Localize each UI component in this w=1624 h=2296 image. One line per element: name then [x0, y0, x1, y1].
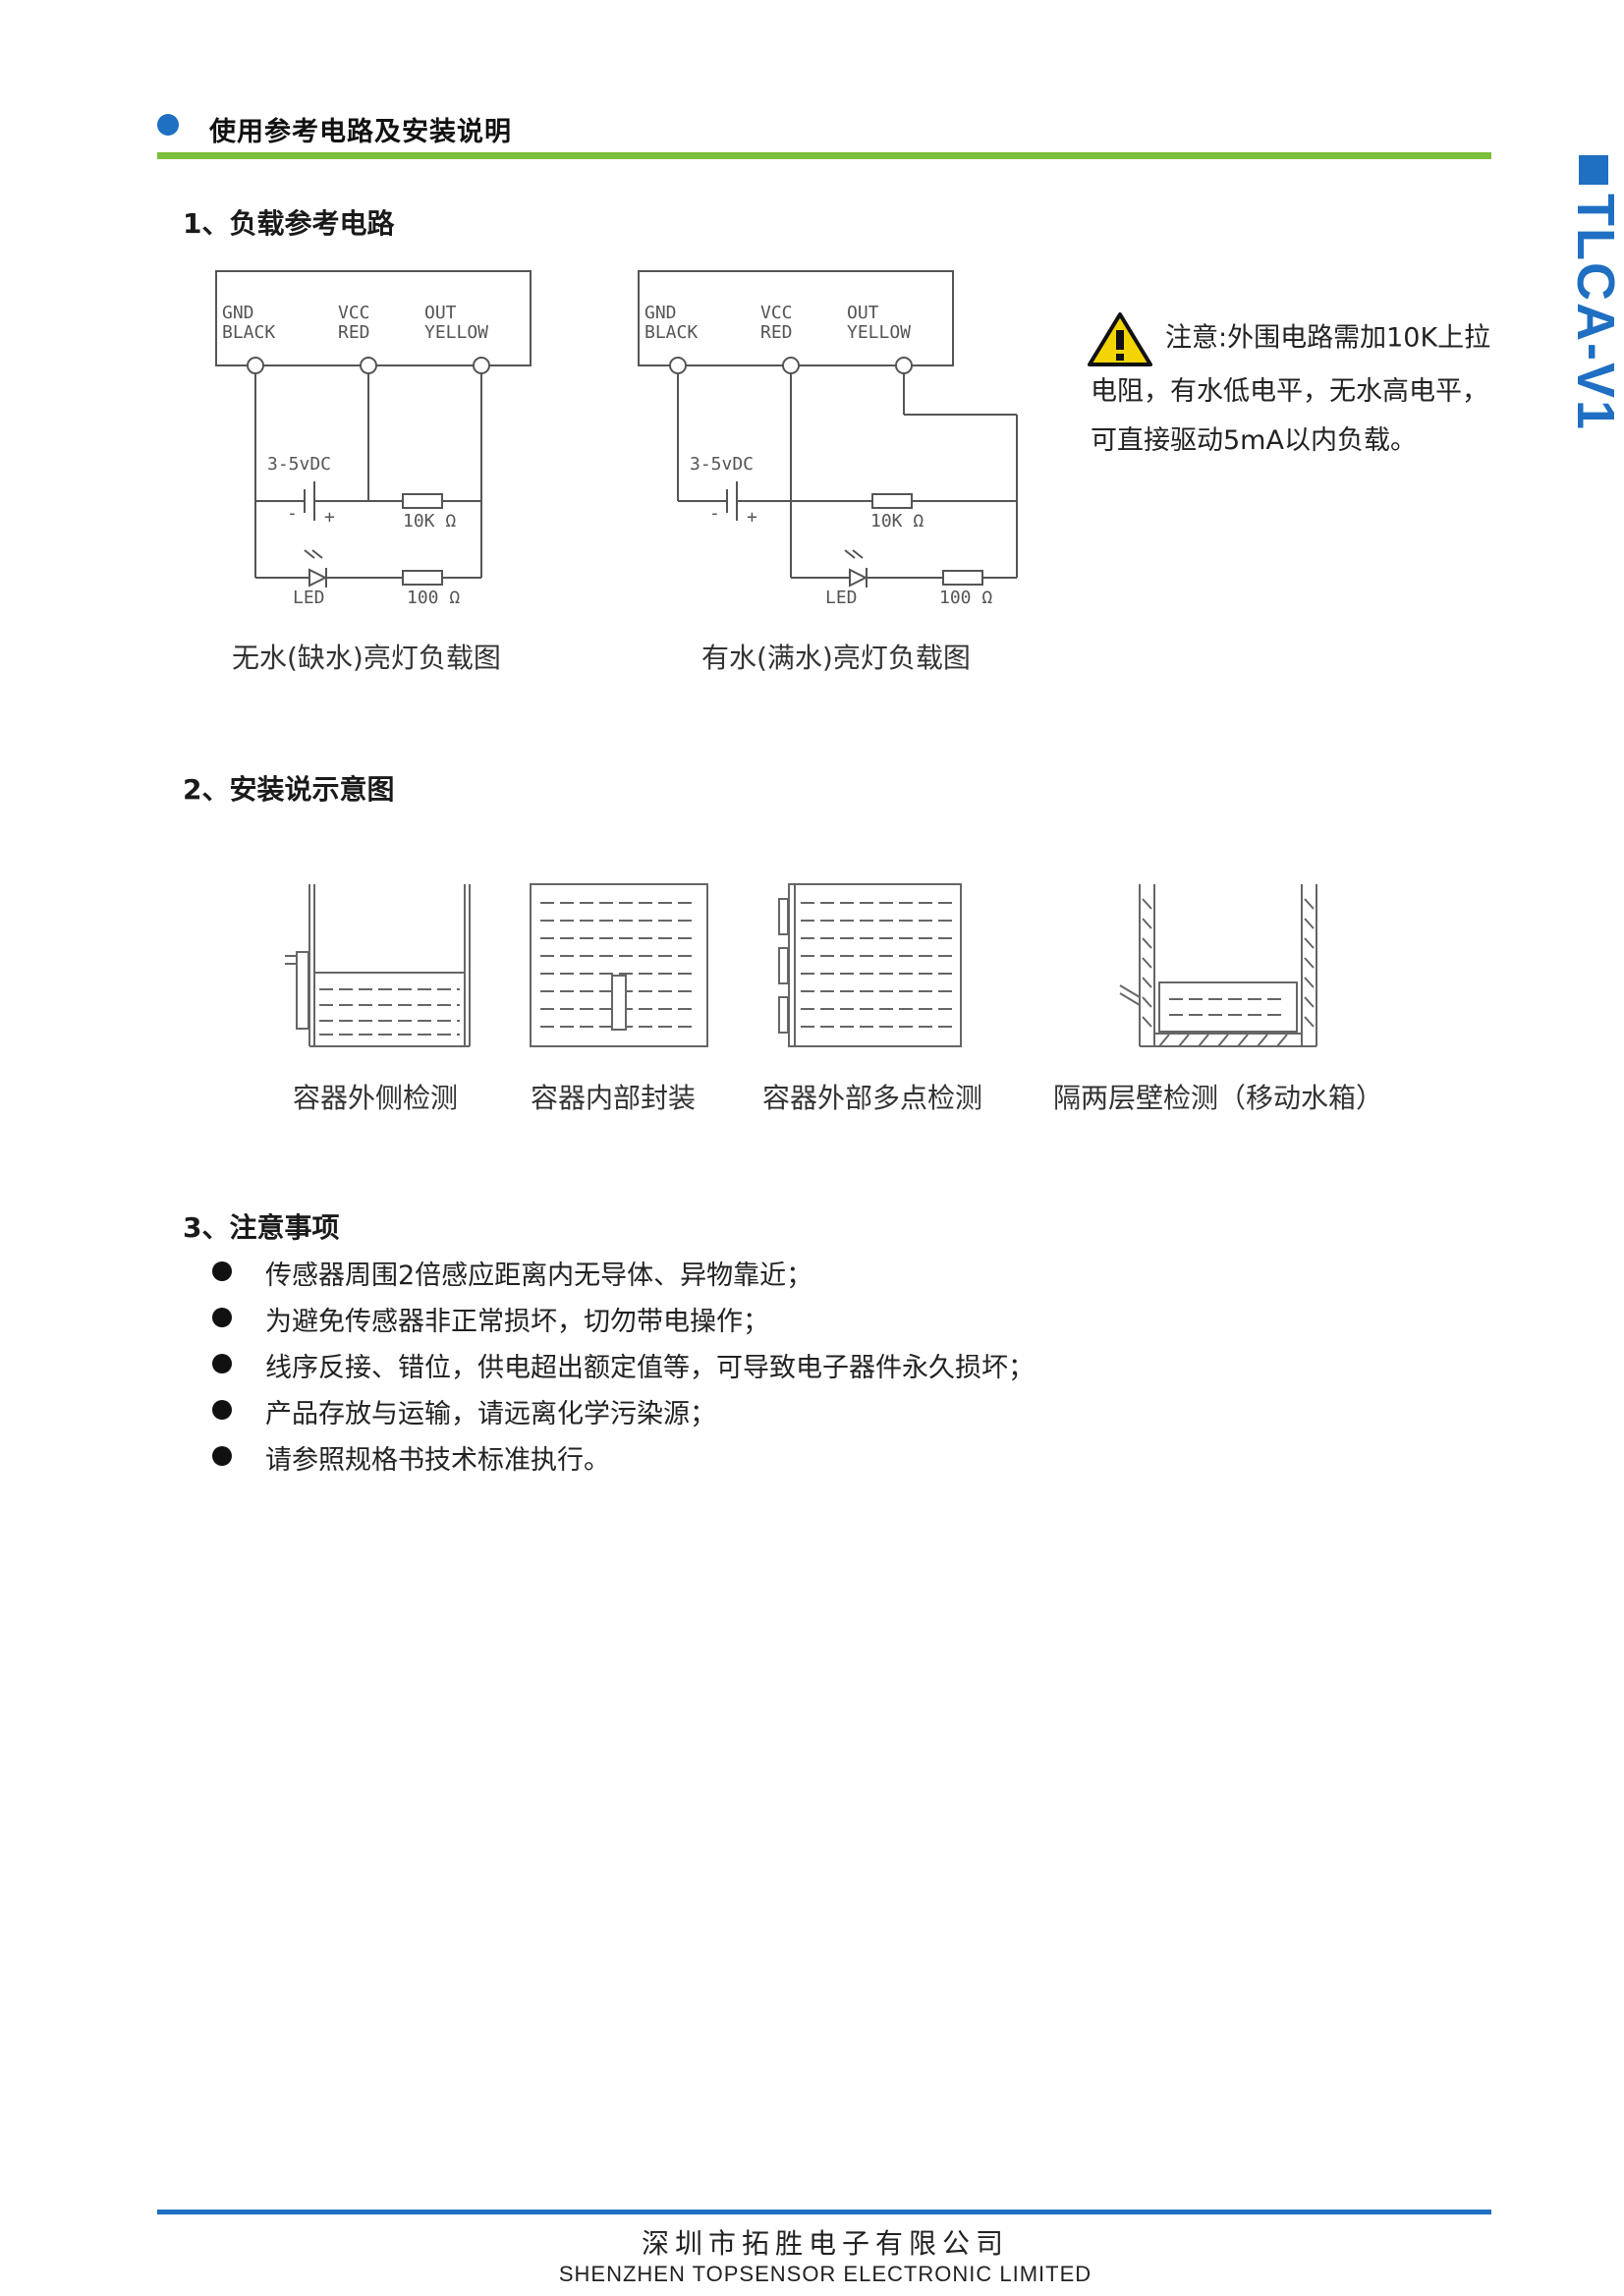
install-multipoint-diagram [778, 883, 962, 1047]
section3-title: 3、注意事项 [183, 1211, 340, 1244]
header-bullet-icon [157, 114, 179, 136]
list-item-text: 线序反接、错位，供电超出额定值等，可导致电子器件永久损坏； [265, 1353, 1035, 1383]
install-outside-diagram [285, 884, 471, 1047]
pin-vcc-color: RED [338, 322, 370, 343]
page-title: 使用参考电路及安装说明 [209, 117, 512, 147]
pin-out-label: OUT [847, 303, 879, 323]
install-caption-inside: 容器内部封装 [531, 1082, 697, 1114]
plus-label: + [324, 507, 335, 528]
pin-vcc-label: VCC [760, 303, 793, 323]
install-doublewall-diagram [1119, 884, 1317, 1047]
footer-company-cn: 深圳市拓胜电子有限公司 [641, 2227, 1009, 2260]
circuit-caption-no-water: 无水(缺水)亮灯负载图 [232, 642, 501, 674]
install-caption-doublewall: 隔两层壁检测（移动水箱） [1053, 1082, 1384, 1114]
circuit-caption-with-water: 有水(满水)亮灯负载图 [701, 642, 971, 674]
supply-label: 3-5vDC [267, 454, 331, 475]
install-inside-diagram [530, 883, 708, 1047]
footer-divider [157, 2210, 1491, 2214]
header-divider [157, 152, 1491, 159]
led-symbol [308, 568, 328, 588]
pullup-resistor [402, 493, 443, 509]
minus-label: - [709, 503, 720, 524]
circuit-diagram-with-water: GND BLACK VCC RED OUT YELLOW 3-5vDC - + … [638, 270, 1018, 608]
bullet-icon [212, 1399, 232, 1420]
footer-company-en: SHENZHEN TOPSENSOR ELECTRONIC LIMITED [558, 2262, 1092, 2286]
list-item: 线序反接、错位，供电超出额定值等，可导致电子器件永久损坏； [212, 1346, 1035, 1385]
install-caption-outside: 容器外侧检测 [293, 1082, 459, 1114]
pin-out-color: YELLOW [847, 322, 911, 343]
pin-vcc-color: RED [760, 322, 793, 343]
minus-label: - [287, 503, 298, 524]
side-product-text: TLCA-V1 [1566, 194, 1624, 431]
list-item: 产品存放与运输，请远离化学污染源； [212, 1392, 716, 1431]
pin-out-color: YELLOW [424, 322, 488, 343]
pin-out-label: OUT [424, 303, 457, 323]
pullup-label: 10K Ω [403, 511, 456, 532]
series-res-label: 100 Ω [939, 588, 992, 608]
series-resistor [402, 570, 443, 586]
supply-label: 3-5vDC [690, 454, 754, 475]
pin-gnd-color: BLACK [644, 322, 698, 343]
side-square-icon [1579, 155, 1608, 185]
pullup-label: 10K Ω [870, 511, 924, 532]
list-item-text: 传感器周围2倍感应距离内无导体、异物靠近； [265, 1260, 813, 1291]
pin-vcc-label: VCC [338, 303, 370, 323]
pin-gnd-color: BLACK [222, 322, 275, 343]
warning-note-text: 注意:外围电路需加10K上拉电阻，有水低电平，无水高电平，可直接驱动5mA以内负… [1091, 322, 1491, 457]
bullet-icon [212, 1307, 232, 1327]
warning-triangle-icon [1088, 312, 1152, 366]
warning-note: 注意:外围电路需加10K上拉电阻，有水低电平，无水高电平，可直接驱动5mA以内负… [1088, 310, 1503, 466]
list-item-text: 产品存放与运输，请远离化学污染源； [265, 1399, 716, 1429]
section2-title: 2、安装说示意图 [183, 773, 395, 806]
plus-label: + [747, 507, 757, 528]
list-item-text: 请参照规格书技术标准执行。 [265, 1445, 610, 1476]
pin-gnd-label: GND [222, 303, 254, 323]
install-caption-multipoint: 容器外部多点检测 [762, 1082, 983, 1114]
bullet-icon [212, 1260, 232, 1281]
installation-diagrams [285, 883, 1317, 1047]
section1-title: 1、负载参考电路 [183, 207, 395, 240]
led-label: LED [825, 588, 858, 608]
side-product-label: TLCA-V1 [1546, 194, 1624, 431]
list-item: 为避免传感器非正常损坏，切勿带电操作； [212, 1300, 769, 1339]
bullet-icon [212, 1445, 232, 1466]
list-item: 请参照规格书技术标准执行。 [212, 1438, 610, 1478]
series-res-label: 100 Ω [407, 588, 460, 608]
circuit-diagram-no-water: GND BLACK VCC RED OUT YELLOW 3-5vDC - + … [215, 270, 532, 608]
list-item: 传感器周围2倍感应距离内无导体、异物靠近； [212, 1254, 812, 1293]
sensor-box [215, 270, 532, 366]
pin-gnd-label: GND [644, 303, 677, 323]
led-label: LED [293, 588, 325, 608]
bullet-icon [212, 1353, 232, 1373]
list-item-text: 为避免传感器非正常损坏，切勿带电操作； [265, 1307, 769, 1337]
